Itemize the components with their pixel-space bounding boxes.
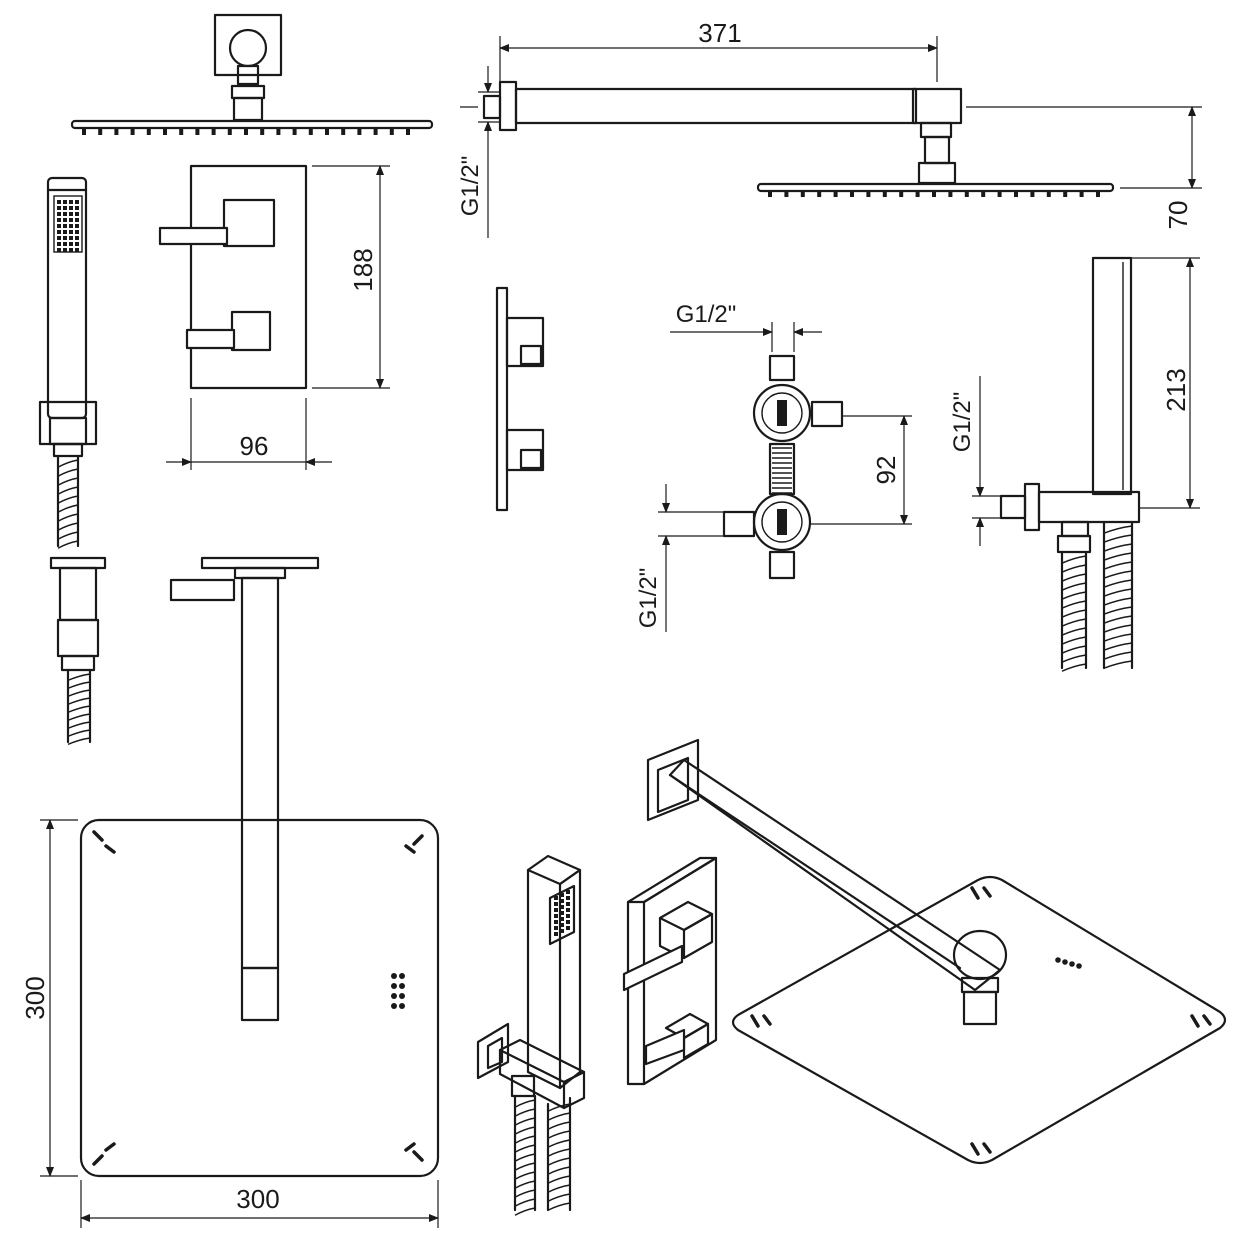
ceiling-arm-side-view: [169, 556, 320, 1022]
dim-213-label: 213: [1161, 368, 1191, 411]
dim-panel-width: 96: [166, 398, 332, 470]
valve-body-view: [722, 354, 844, 580]
dim-valve-thread-top-label: G1/2": [676, 301, 737, 328]
dim-head-width: 300: [80, 1180, 439, 1228]
dim-valve-thread-bottom: G1/2": [635, 484, 724, 632]
dim-arm-length: 371: [499, 18, 938, 82]
dim-300-width-label: 300: [236, 1184, 279, 1214]
dim-holder-thread-label: G1/2": [949, 392, 976, 453]
dim-96-label: 96: [240, 431, 269, 461]
dim-arm-drop: 70: [966, 106, 1202, 230]
dim-holder-thread: G1/2": [949, 376, 1001, 546]
iso-arm-and-head: [646, 738, 1227, 1165]
arm-front-view: [70, 13, 434, 135]
dim-valve-spacing: 92: [810, 415, 912, 525]
dim-head-height: 300: [20, 819, 78, 1177]
dim-handshower-length: 213: [1131, 257, 1200, 509]
dim-371-label: 371: [698, 18, 741, 48]
handshower-side-view: [38, 176, 98, 549]
dim-70-label: 70: [1163, 201, 1193, 230]
dim-300-height-label: 300: [20, 976, 50, 1019]
control-panel-front-view: [158, 164, 308, 390]
dim-panel-height: 188: [312, 165, 390, 389]
iso-control-panel: [622, 856, 718, 1086]
dim-92-label: 92: [871, 456, 901, 485]
iso-handshower: [476, 854, 586, 1216]
handshower-holder-side-view: [999, 256, 1141, 672]
shower-head-top-view: [79, 818, 440, 1178]
dim-valve-thread-bottom-label: G1/2": [635, 568, 662, 629]
wall-outlet-side-view: [49, 556, 107, 746]
dim-188-label: 188: [348, 248, 378, 291]
dim-arm-thread: G1/2": [457, 66, 500, 238]
control-panel-side-view: [495, 286, 545, 512]
arm-side-view: [482, 80, 1115, 197]
dim-arm-thread-label: G1/2": [457, 156, 484, 217]
dim-valve-thread-top: G1/2": [670, 301, 822, 352]
